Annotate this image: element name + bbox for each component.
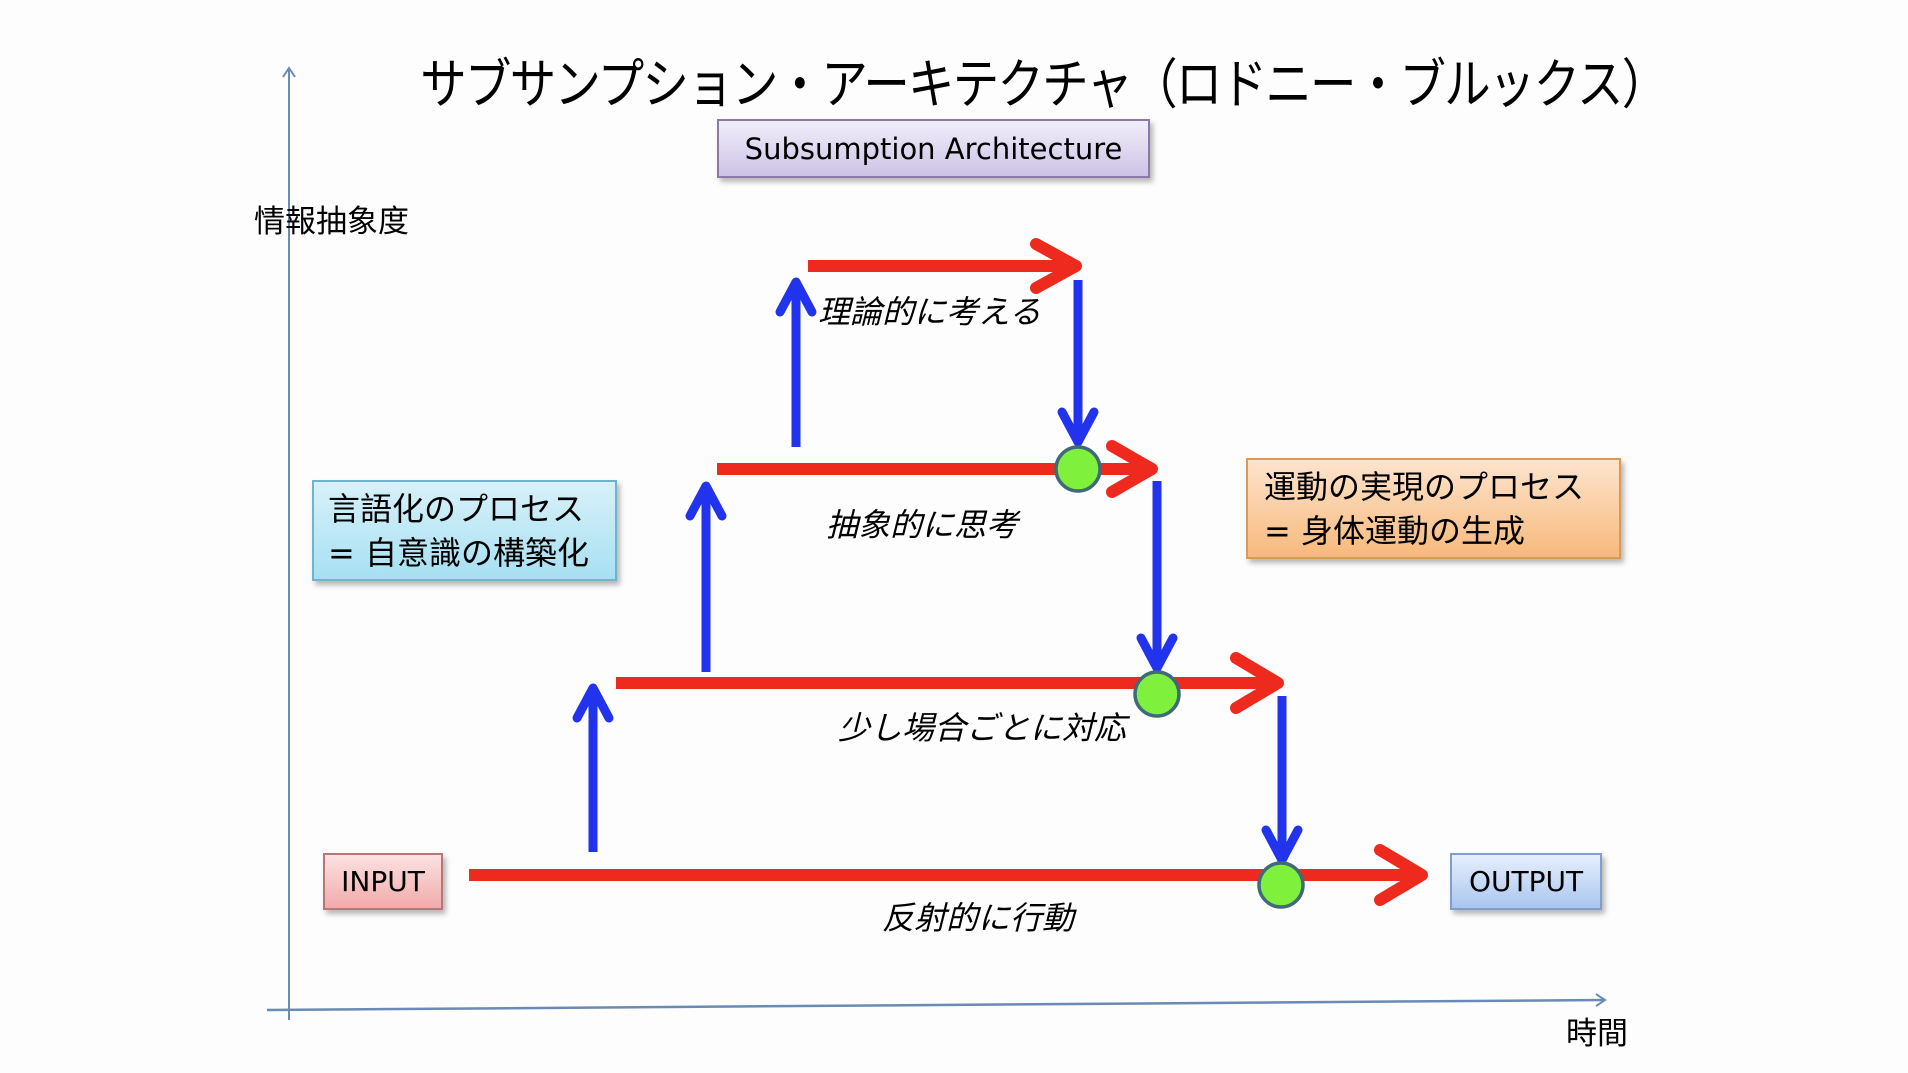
layer-label-4: 理論的に考える [818,293,1042,331]
motor-process-box: 運動の実現のプロセス = 身体運動の生成 [1246,458,1621,559]
language-process-line1: 言語化のプロセス [328,489,585,528]
motor-process-line2: = 身体運動の生成 [1264,511,1525,550]
layer-label-1: 反射的に行動 [882,899,1075,937]
down-arrow-2-to-1 [1261,696,1303,865]
subsumption-architecture-box: Subsumption Architecture [717,119,1150,178]
language-process-box: 言語化のプロセス = 自意識の構築化 [312,480,617,581]
junction-level-1 [1257,861,1305,909]
down-arrow-3-to-2 [1136,481,1178,673]
page-title: サブサンプション・アーキテクチャ（ロドニー・ブルックス） [420,53,1668,116]
layer-label-2: 少し場合ごとに対応 [838,709,1127,747]
y-axis-label: 情報抽象度 [254,204,409,240]
up-arrow-2-to-3 [685,481,727,672]
layer-label-3: 抽象的に思考 [826,506,1019,544]
x-axis [266,993,1607,1012]
input-box: INPUT [323,853,443,910]
input-label: INPUT [341,865,425,898]
x-axis-label: 時間 [1566,1016,1628,1052]
motor-process-line1: 運動の実現のプロセス [1264,467,1585,506]
up-arrow-3-to-4 [775,277,817,447]
up-arrow-1-to-2 [572,683,614,852]
language-process-line2: = 自意識の構築化 [328,533,589,572]
junction-level-2 [1133,670,1181,718]
down-arrow-4-to-3 [1057,280,1099,447]
output-box: OUTPUT [1450,853,1602,910]
junction-level-3 [1054,445,1102,493]
subsumption-architecture-label: Subsumption Architecture [744,131,1123,166]
output-label: OUTPUT [1468,865,1584,898]
flow-arrow-level-4 [808,238,1082,294]
